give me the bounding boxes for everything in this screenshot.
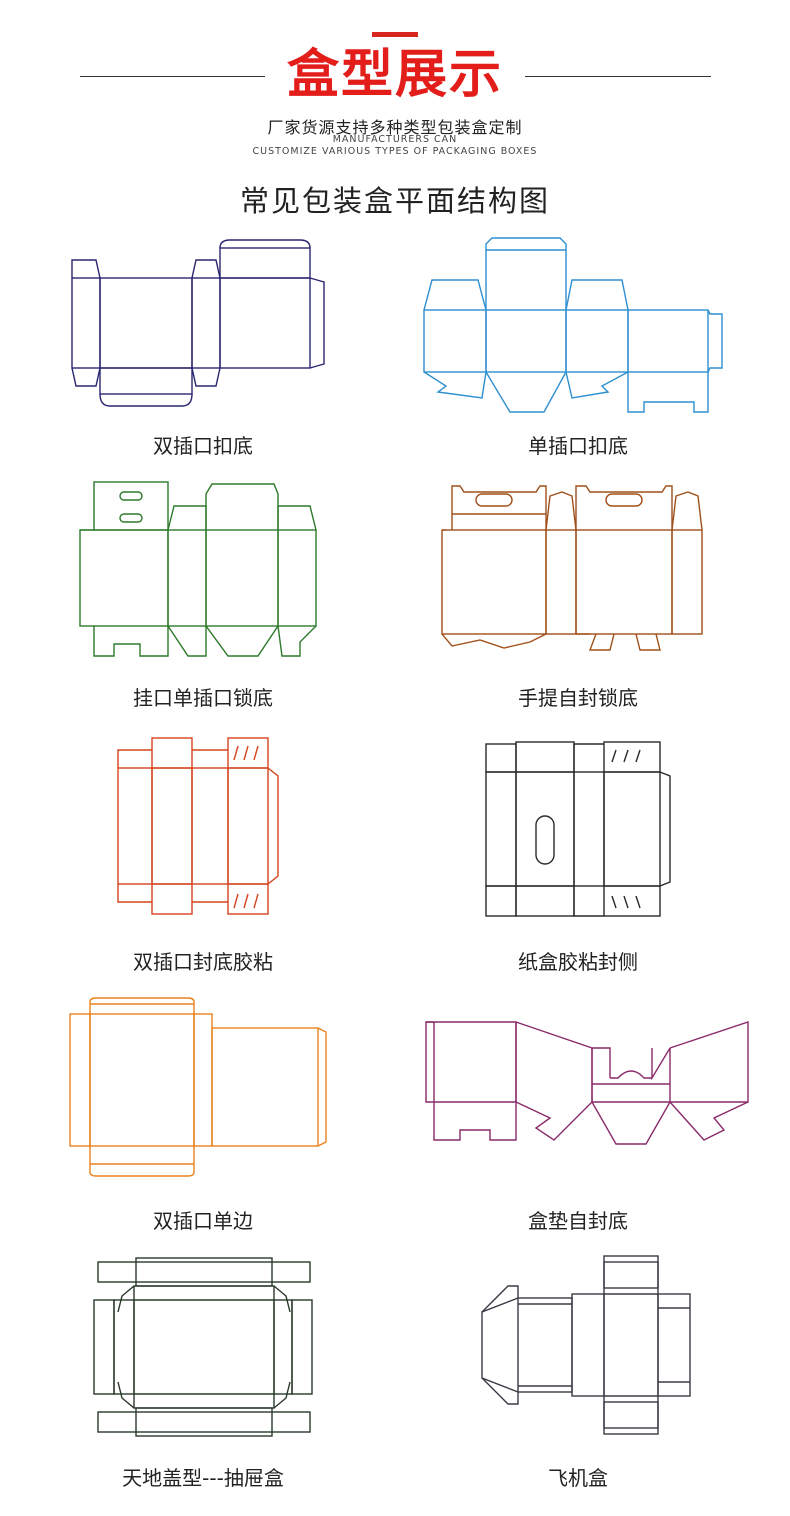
box-label: 双插口封底胶粘 bbox=[133, 950, 273, 974]
box-label: 双插口单边 bbox=[153, 1209, 253, 1233]
box-label: 双插口扣底 bbox=[153, 434, 253, 458]
title-rule-left bbox=[80, 76, 265, 77]
dieline-svg bbox=[425, 1021, 749, 1145]
box-label: 纸盒胶粘封侧 bbox=[518, 950, 638, 974]
header: 盒型展示 厂家货源支持多种类型包装盒定制 MANUFACTURERS CAN C… bbox=[0, 0, 790, 170]
box-diagram-double-tuck-snap-bottom bbox=[70, 236, 328, 412]
dieline-svg bbox=[441, 485, 703, 651]
box-label: 挂口单插口锁底 bbox=[133, 686, 273, 710]
box-diagram-handle-self-lock-bottom bbox=[440, 482, 704, 652]
box-diagram-lid-base-drawer-box bbox=[92, 1256, 316, 1438]
title-rule-right bbox=[525, 76, 711, 77]
box-label: 单插口扣底 bbox=[528, 434, 628, 458]
box-diagram-mailer-box bbox=[480, 1254, 692, 1436]
title-accent-dash bbox=[372, 32, 418, 37]
dieline-svg bbox=[117, 737, 279, 915]
page-title: 盒型展示 bbox=[286, 45, 503, 105]
box-diagram-carton-glued-side bbox=[484, 740, 672, 918]
subtitle-english-line2: CUSTOMIZE VARIOUS TYPES OF PACKAGING BOX… bbox=[252, 146, 538, 157]
dieline-svg bbox=[423, 237, 723, 413]
subtitle-english-line1: MANUFACTURERS CAN bbox=[332, 134, 458, 145]
dieline-svg bbox=[481, 1255, 691, 1435]
dieline-svg bbox=[485, 741, 671, 917]
box-label: 天地盖型---抽屉盒 bbox=[122, 1466, 284, 1490]
dieline-svg bbox=[93, 1257, 313, 1437]
box-diagram-tray-self-lock-bottom bbox=[424, 1018, 750, 1156]
box-diagram-hanger-single-tuck-lock-bottom bbox=[78, 480, 318, 658]
section-title: 常见包装盒平面结构图 bbox=[239, 184, 550, 218]
box-label: 盒垫自封底 bbox=[528, 1209, 628, 1233]
dieline-svg bbox=[79, 481, 317, 657]
box-diagram-double-tuck-glued-bottom bbox=[116, 736, 280, 916]
dieline-svg bbox=[69, 997, 327, 1177]
box-label: 手提自封锁底 bbox=[518, 686, 638, 710]
dieline-svg bbox=[71, 239, 325, 407]
box-diagram-single-tuck-snap-bottom bbox=[422, 236, 724, 414]
subtitle-chinese: 厂家货源支持多种类型包装盒定制 bbox=[267, 118, 523, 137]
box-label: 飞机盒 bbox=[548, 1466, 608, 1490]
box-diagram-double-tuck-single-side bbox=[68, 996, 330, 1178]
